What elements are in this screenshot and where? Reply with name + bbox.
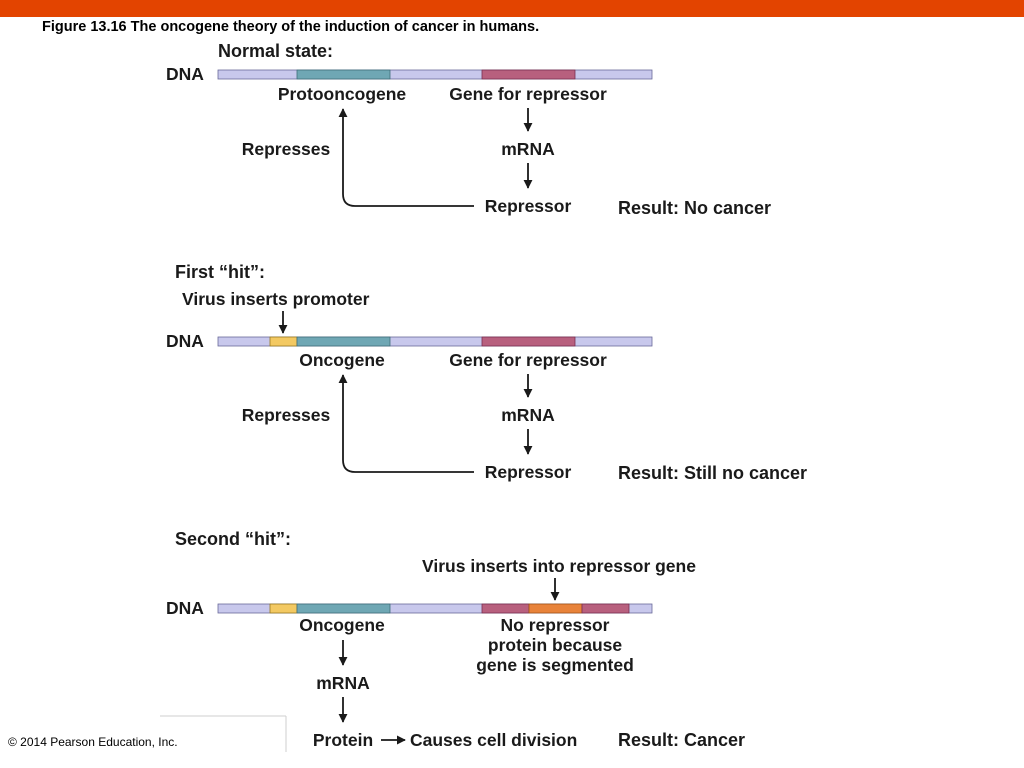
virus-inserts-repressor-label: Virus inserts into repressor gene (422, 556, 696, 576)
mrna-label: mRNA (501, 139, 555, 159)
no-repressor-line2: protein because (488, 635, 622, 655)
virus-insert-segment (528, 603, 583, 614)
dna-strand (217, 603, 653, 614)
result-no-cancer: Result: No cancer (618, 198, 771, 218)
dna-strand (217, 69, 653, 80)
second-hit-panel: Second “hit”: Virus inserts into repress… (166, 529, 745, 750)
result-cancer: Result: Cancer (618, 730, 745, 750)
promoter-segment (269, 336, 298, 347)
repressor-gene-left-segment (481, 603, 530, 614)
dna-label: DNA (166, 64, 204, 84)
oncogene-segment (296, 336, 391, 347)
virus-inserts-promoter-label: Virus inserts promoter (182, 289, 370, 309)
second-hit-heading: Second “hit”: (175, 529, 291, 549)
represses-label: Represses (242, 405, 331, 425)
gene-for-repressor-label: Gene for repressor (449, 350, 607, 370)
promoter-segment (269, 603, 298, 614)
dna-label: DNA (166, 331, 204, 351)
first-hit-heading: First “hit”: (175, 262, 265, 282)
mrna-label: mRNA (501, 405, 555, 425)
represses-feedback-arrow (338, 374, 474, 473)
repressor-gene-segment (481, 69, 576, 80)
protooncogene-segment (296, 69, 391, 80)
figure-caption: Figure 13.16 The oncogene theory of the … (42, 19, 540, 35)
copyright-text: © 2014 Pearson Education, Inc. (8, 735, 178, 749)
no-repressor-line3: gene is segmented (476, 655, 634, 675)
mrna-label: mRNA (316, 673, 370, 693)
dna-label: DNA (166, 598, 204, 618)
no-repressor-line1: No repressor (501, 615, 610, 635)
represses-feedback-arrow (338, 108, 474, 207)
causes-cell-division-label: Causes cell division (410, 730, 577, 750)
protooncogene-label: Protooncogene (278, 84, 407, 104)
oncogene-label: Oncogene (299, 350, 385, 370)
repressor-label: Repressor (485, 196, 572, 216)
top-accent-bar (0, 0, 1024, 17)
oncogene-segment (296, 603, 391, 614)
repressor-gene-right-segment (581, 603, 630, 614)
repressor-gene-segment (481, 336, 576, 347)
normal-state-heading: Normal state: (218, 41, 333, 61)
repressor-label: Repressor (485, 462, 572, 482)
dna-strand (217, 336, 653, 347)
first-hit-panel: First “hit”: Virus inserts promoter DNA … (166, 262, 807, 483)
oncogene-label: Oncogene (299, 615, 385, 635)
result-still-no-cancer: Result: Still no cancer (618, 463, 807, 483)
protein-label: Protein (313, 730, 373, 750)
gene-for-repressor-label: Gene for repressor (449, 84, 607, 104)
represses-label: Represses (242, 139, 331, 159)
normal-state-panel: Normal state: DNA Protooncogene Gene for… (166, 41, 771, 218)
